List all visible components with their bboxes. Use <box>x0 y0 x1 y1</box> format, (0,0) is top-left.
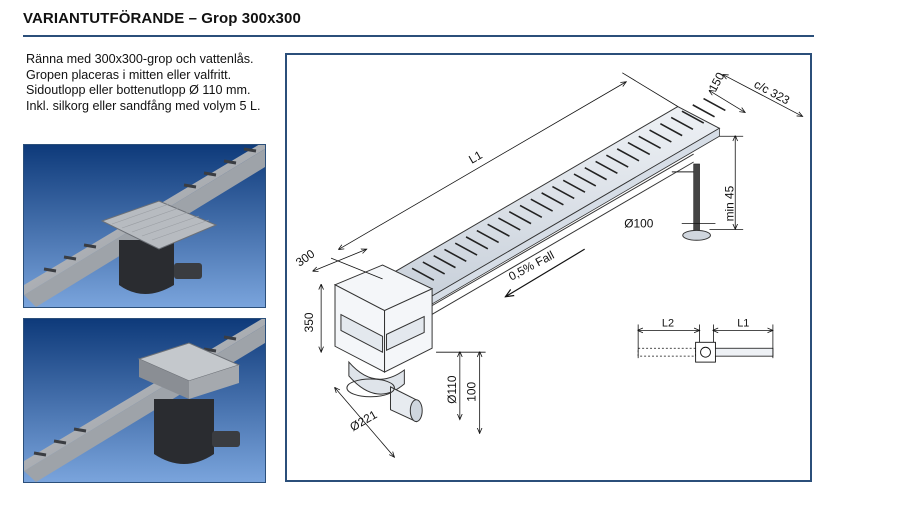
grate-slot <box>422 261 446 275</box>
label-300: 300 <box>293 246 318 269</box>
description: Ränna med 300x300-grop och vattenlås. Gr… <box>26 52 261 114</box>
pit-box <box>333 264 434 423</box>
layout-legend: L2 L1 <box>638 317 773 363</box>
label-cc323: c/c 323 <box>752 77 793 108</box>
description-line-3: Sidoutlopp eller bottenutlopp Ø 110 mm. <box>26 83 251 98</box>
page-title: VARIANTUTFÖRANDE – Grop 300x300 <box>23 10 301 27</box>
grate-slot <box>638 135 661 149</box>
legend-l2: L2 <box>662 317 674 329</box>
grate-slot <box>444 248 467 263</box>
label-d221: Ø221 <box>347 407 380 434</box>
grate-slot <box>681 110 705 124</box>
label-l1: L1 <box>466 148 485 167</box>
label-d100: Ø100 <box>624 216 653 230</box>
technical-drawing: L1 c/c 323 150 min 45 Ø100 300 0,5% Fall… <box>285 53 812 482</box>
product-photo-pit <box>23 318 266 483</box>
grate-slot <box>433 255 456 269</box>
grate-slot <box>670 116 694 131</box>
grate-slot <box>411 267 435 281</box>
drainage-channel <box>381 97 726 327</box>
description-line-4: Inkl. silkorg eller sandfång med volym 5… <box>26 98 261 113</box>
title-divider <box>23 35 814 37</box>
grate-slot <box>659 123 683 137</box>
grate-slot <box>627 141 651 156</box>
grate-slot <box>703 97 726 112</box>
legend-l1: L1 <box>737 317 749 329</box>
channel-leg <box>671 163 711 241</box>
label-150: 150 <box>706 70 728 94</box>
label-d110: Ø110 <box>445 375 459 404</box>
technical-drawing-canvas: L1 c/c 323 150 min 45 Ø100 300 0,5% Fall… <box>293 70 810 480</box>
description-line-2: Gropen placeras i mitten eller valfritt. <box>26 67 232 82</box>
grate-slot <box>649 129 672 143</box>
label-100: 100 <box>465 382 479 402</box>
product-photo-grate <box>23 144 266 308</box>
grate-slot <box>692 104 715 118</box>
label-350: 350 <box>302 312 316 332</box>
label-min45: min 45 <box>722 185 736 221</box>
description-line-1: Ränna med 300x300-grop och vattenlås. <box>26 52 254 66</box>
